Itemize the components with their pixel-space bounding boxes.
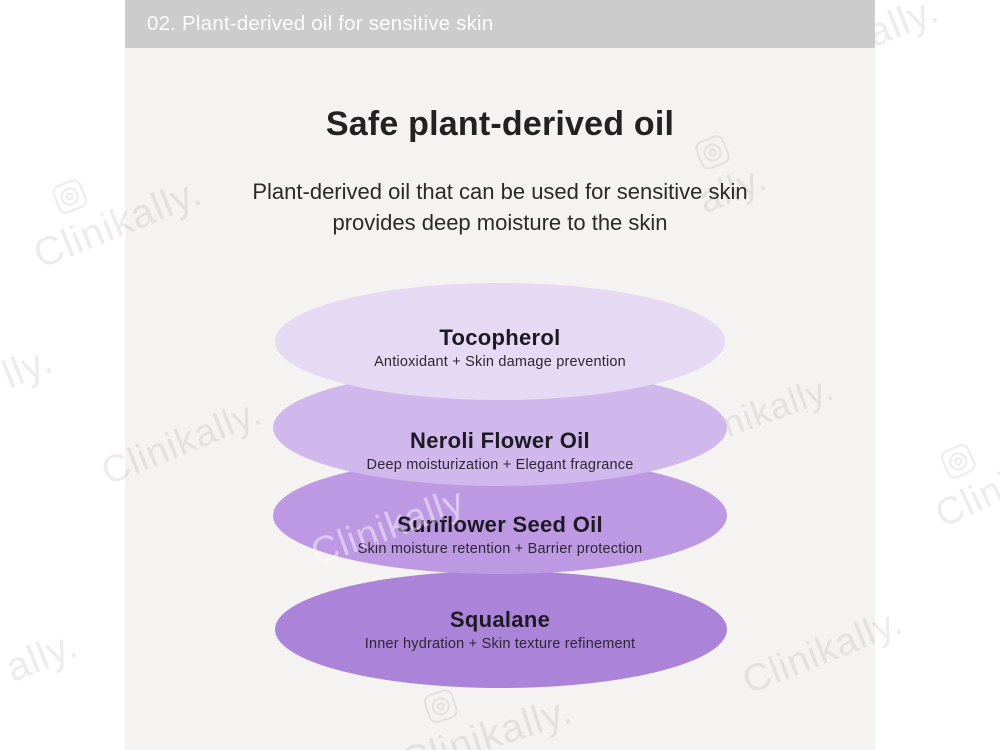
oil-name: Neroli Flower Oil	[410, 428, 590, 453]
section-header-bar: 02. Plant-derived oil for sensitive skin	[125, 0, 875, 48]
page-title: Safe plant-derived oil	[325, 105, 675, 143]
clinikally-logo-icon	[937, 441, 978, 482]
oil-benefit: Skin moisture retention + Barrier protec…	[357, 541, 643, 557]
oil-name: Sunflower Seed Oil	[397, 512, 603, 537]
page-subtitle-line2: provides deep moisture to the skin	[332, 210, 668, 235]
oil-label-neroli-flower-oil: Neroli Flower Oil Deep moisturization + …	[275, 427, 725, 473]
oil-label-squalane: Squalane Inner hydration + Skin texture …	[275, 606, 725, 652]
oil-name: Tocopherol	[439, 325, 561, 350]
page-subtitle-line1: Plant-derived oil that can be used for s…	[252, 179, 748, 204]
oil-benefit: Inner hydration + Skin texture refinemen…	[364, 636, 636, 652]
oil-ellipse-tocopherol	[275, 283, 725, 400]
watermark-text: Clinika	[929, 441, 1000, 537]
oil-label-sunflower-seed-oil: Sunflower Seed Oil Skin moisture retenti…	[275, 511, 725, 557]
oil-benefit: Antioxidant + Skin damage prevention	[374, 354, 626, 370]
oil-ellipse-squalane	[275, 571, 727, 688]
watermark-text: lly.	[0, 337, 60, 398]
watermark-text: ally.	[0, 622, 84, 691]
oil-label-tocopherol: Tocopherol Antioxidant + Skin damage pre…	[275, 324, 725, 370]
oil-name: Squalane	[449, 607, 551, 632]
clinikally-logo-icon	[50, 177, 90, 217]
page-subtitle: Plant-derived oil that can be used for s…	[125, 176, 875, 238]
section-header-label: 02. Plant-derived oil for sensitive skin	[147, 12, 494, 35]
oil-benefit: Deep moisturization + Elegant fragrance	[366, 457, 634, 473]
